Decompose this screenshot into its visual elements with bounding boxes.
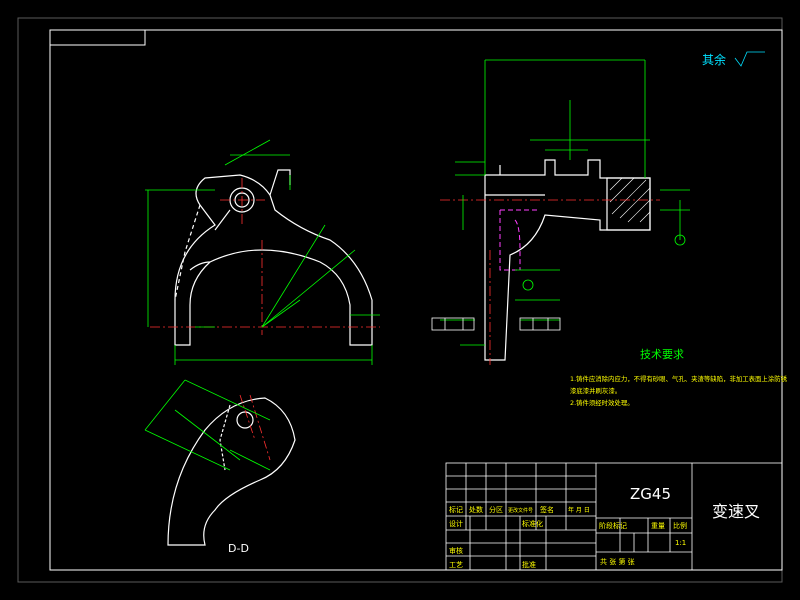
front-view-dimensions (145, 139, 380, 365)
section-view (167, 397, 296, 546)
tb-review: 审核 (449, 546, 463, 555)
section-label: D-D (228, 542, 249, 555)
material-label: ZG45 (630, 485, 671, 503)
side-view-dimensions (440, 59, 690, 346)
tb-standardize: 标准化 (522, 519, 543, 528)
tb-design: 设计 (449, 519, 463, 528)
side-view (484, 159, 651, 361)
side-view-hidden (499, 209, 540, 271)
surface-note-text: 其余 (702, 52, 726, 67)
section-view-red (239, 394, 271, 461)
tb-sheet: 共 张 第 张 (600, 557, 635, 566)
tb-stage-mark: 阶段标记 (599, 521, 627, 530)
tb-date: 年 月 日 (568, 506, 590, 514)
roughness-symbol-icon (734, 51, 765, 67)
drawing-frame (17, 17, 783, 583)
tb-process: 工艺 (449, 561, 463, 569)
tb-approve: 批准 (522, 560, 536, 569)
tb-sign: 签名 (540, 505, 554, 514)
title-block (445, 462, 783, 571)
tb-weight: 重量 (651, 522, 665, 530)
tb-scale-value: 1:1 (675, 539, 686, 547)
title-block-text: 标记 处数 分区 更改文件号 签名 年 月 日 设计 标准化 审核 工艺 批准 … (449, 505, 687, 569)
tb-change-doc: 更改文件号 (508, 507, 533, 514)
surface-roughness-note: 其余 (702, 51, 765, 67)
tb-zone: 分区 (489, 505, 503, 514)
section-view-dimensions (144, 379, 271, 471)
tb-count: 处数 (469, 505, 483, 514)
part-name-label: 变速叉 (712, 502, 760, 521)
tech-req-line-1: 1.铸件应消除内应力，不得有砂眼、气孔、夹渣等缺陷，非加工表面上涂防锈 (570, 374, 788, 383)
tb-scale: 比例 (673, 521, 687, 530)
technical-requirements: 技术要求 1.铸件应消除内应力，不得有砂眼、气孔、夹渣等缺陷，非加工表面上涂防锈… (570, 348, 788, 407)
tech-req-title: 技术要求 (640, 348, 684, 361)
tb-mark: 标记 (449, 505, 463, 514)
tech-req-line-3: 2.铸件须经时效处理。 (570, 398, 634, 407)
side-view-centerlines (440, 199, 660, 365)
side-view-hatch (609, 177, 651, 223)
front-view-centerlines (150, 178, 380, 335)
tech-req-line-2: 漆底漆并刷灰漆。 (570, 386, 621, 395)
feature-control-frames (431, 317, 561, 331)
